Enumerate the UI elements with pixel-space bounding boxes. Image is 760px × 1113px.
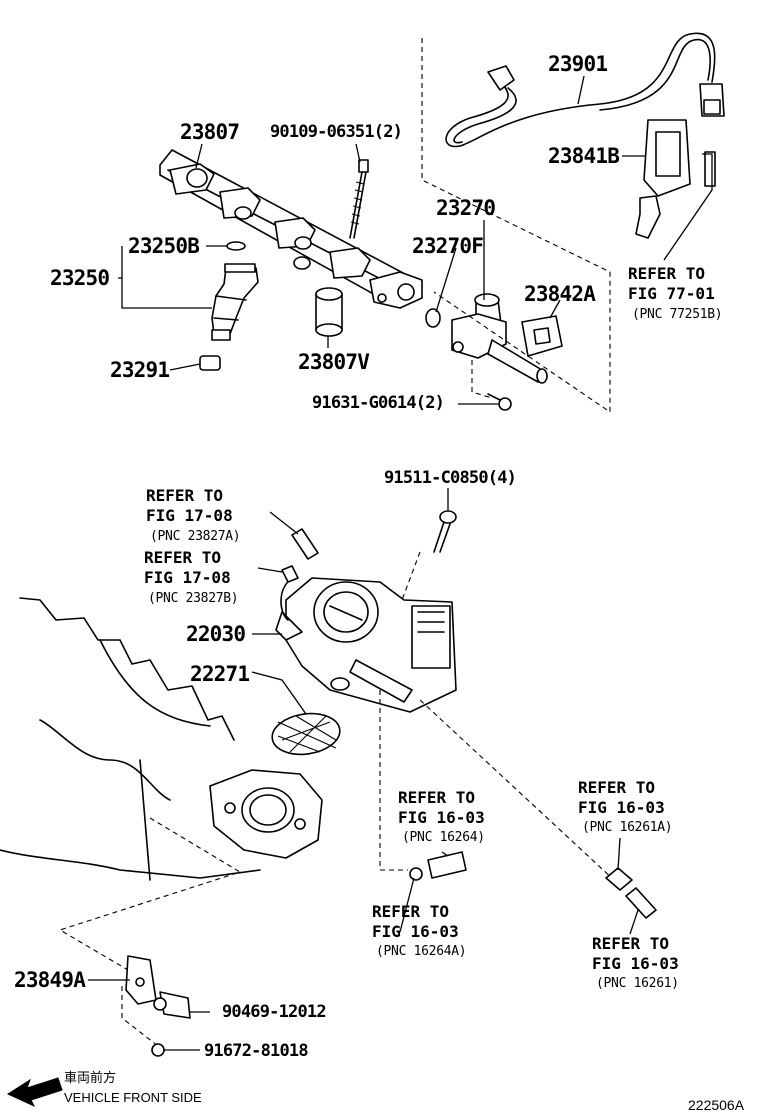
ref-1708b-line2: FIG 17-08 xyxy=(144,568,231,587)
label-91631: 91631-G0614(2) xyxy=(312,393,445,413)
label-23807: 23807 xyxy=(180,120,240,144)
group-frame xyxy=(421,38,611,414)
direction-label-jp: 車両前方 xyxy=(64,1070,117,1085)
ref-7701-line1: REFER TO xyxy=(628,264,706,283)
label-91511: 91511-C0850(4) xyxy=(384,468,517,488)
ref-1708b-pnc: (PNC 23827B) xyxy=(148,591,239,606)
label-23270: 23270 xyxy=(436,196,496,220)
ref-1603d-pnc: (PNC 16261) xyxy=(596,976,679,991)
label-23270f: 23270F xyxy=(412,234,484,258)
arrow-left-icon xyxy=(6,1077,63,1108)
ref-1603d-line1: REFER TO xyxy=(592,934,670,953)
spacer-23807v xyxy=(315,287,343,337)
label-90469: 90469-12012 xyxy=(222,1002,327,1022)
ref-1603b-line1: REFER TO xyxy=(578,778,656,797)
cushion-23842a xyxy=(521,315,563,357)
bolt-91672 xyxy=(151,1043,165,1057)
ref-1603a-line2: FIG 16-03 xyxy=(398,808,485,827)
bolt-90109 xyxy=(349,159,369,239)
label-91672: 91672-81018 xyxy=(204,1041,309,1061)
bolt-91511 xyxy=(433,510,457,553)
label-23842a: 23842A xyxy=(524,282,596,306)
intake-manifold xyxy=(0,597,323,881)
label-22271: 22271 xyxy=(190,662,250,686)
hose-16264 xyxy=(427,851,467,879)
ref-1603d-line2: FIG 16-03 xyxy=(592,954,679,973)
ref-1603a-line1: REFER TO xyxy=(398,788,476,807)
pressure-regulator-23270 xyxy=(451,293,548,384)
ref-1708a-line1: REFER TO xyxy=(146,486,224,505)
o-ring-23270f xyxy=(425,308,441,328)
insulator-23291 xyxy=(199,355,221,371)
ref-1708a-pnc: (PNC 23827A) xyxy=(150,529,241,544)
label-23807v: 23807V xyxy=(298,350,370,374)
ref-1603a-pnc: (PNC 16264) xyxy=(402,830,485,845)
label-23250: 23250 xyxy=(50,266,110,290)
ref-1603b-pnc: (PNC 16261A) xyxy=(582,820,673,835)
ref-1603c-pnc: (PNC 16264A) xyxy=(376,944,467,959)
injector-23250 xyxy=(211,263,259,341)
sensor-90469 xyxy=(153,991,191,1019)
label-90109: 90109-06351(2) xyxy=(270,122,403,142)
label-23291: 23291 xyxy=(110,358,170,382)
ref-1603b-line2: FIG 16-03 xyxy=(578,798,665,817)
ref-1603c-line1: REFER TO xyxy=(372,902,450,921)
hose-16261 xyxy=(625,887,657,919)
ref-1708a-line2: FIG 17-08 xyxy=(146,506,233,525)
clip-16261a xyxy=(605,867,633,891)
label-23250b: 23250B xyxy=(128,234,200,258)
o-ring-23250b xyxy=(226,241,246,251)
bracket-23849a xyxy=(125,955,157,1005)
bolt-91631 xyxy=(487,393,512,411)
gasket-22271 xyxy=(271,712,341,756)
label-22030: 22030 xyxy=(186,622,246,646)
direction-label-en: VEHICLE FRONT SIDE xyxy=(64,1090,202,1105)
fuel-hose-23901 xyxy=(445,32,725,148)
ref-1708b-line1: REFER TO xyxy=(144,548,222,567)
clip-16264a xyxy=(409,867,423,881)
label-23841b: 23841B xyxy=(548,144,620,168)
label-23849a: 23849A xyxy=(14,968,86,992)
diagram-code: 222506A xyxy=(688,1097,745,1113)
hose-23827a xyxy=(291,528,319,560)
ref-7701-pnc: (PNC 77251B) xyxy=(632,307,723,322)
ref-1603c-line2: FIG 16-03 xyxy=(372,922,459,941)
ref-7701-line2: FIG 77-01 xyxy=(628,284,715,303)
clamp-23841b xyxy=(635,119,716,239)
label-23901: 23901 xyxy=(548,52,608,76)
throttle-body-22030 xyxy=(275,577,457,713)
fuel-delivery-pipe-23807 xyxy=(159,149,423,309)
leader-lines xyxy=(88,75,713,1051)
